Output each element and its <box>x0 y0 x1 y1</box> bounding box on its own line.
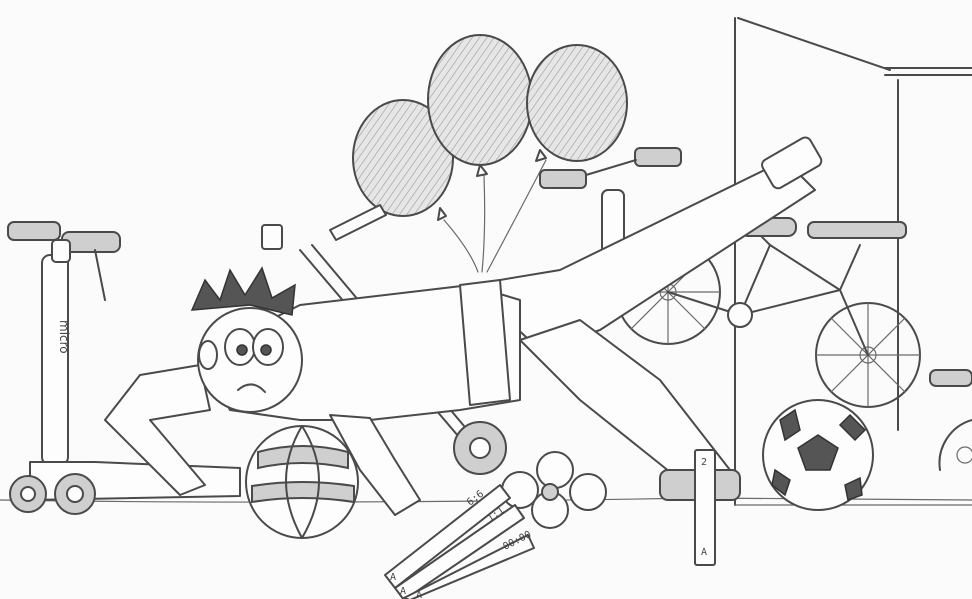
ticket-letter-3: A <box>416 590 422 599</box>
door-frame <box>734 17 972 506</box>
volleyball <box>245 425 359 539</box>
tickets: A A A 6:6 1:1 00:00 <box>384 484 535 599</box>
boy <box>104 136 823 516</box>
balloons <box>352 34 628 273</box>
scooter-center: micro <box>261 204 507 475</box>
tag-letter: A <box>701 547 707 558</box>
ticket-letter-1: A <box>390 572 396 583</box>
tag-number: 2 <box>701 457 707 468</box>
scooter-left-brand: micro <box>57 320 71 354</box>
tag-standing: 2 A <box>694 449 716 566</box>
bicycle-partial <box>929 369 972 471</box>
soccer-ball <box>762 399 874 511</box>
ticket-letter-2: A <box>400 586 406 597</box>
fidget-spinner <box>501 451 607 529</box>
